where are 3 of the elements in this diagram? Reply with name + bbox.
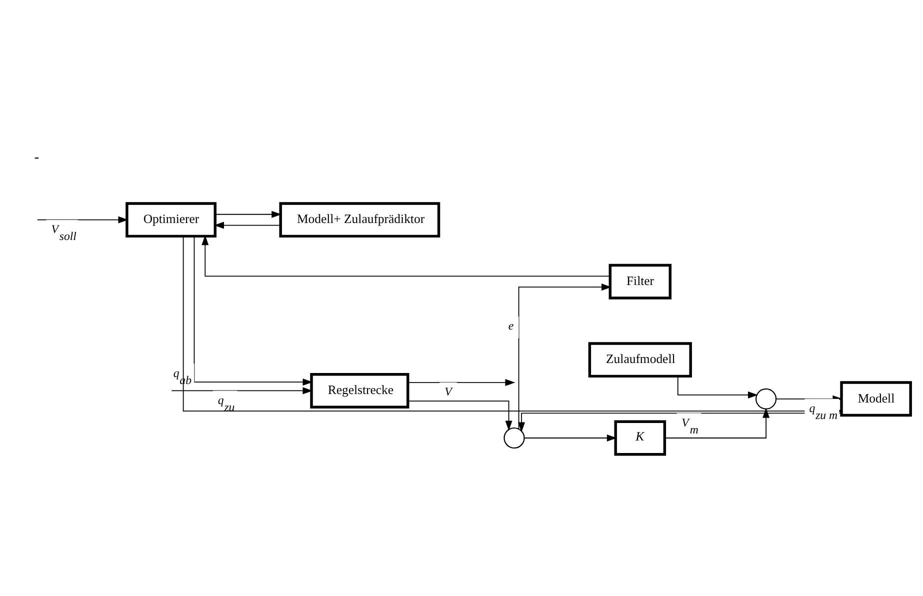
label: - [34,149,40,166]
edge-label: e [508,318,514,333]
edge-label: V [444,384,452,399]
